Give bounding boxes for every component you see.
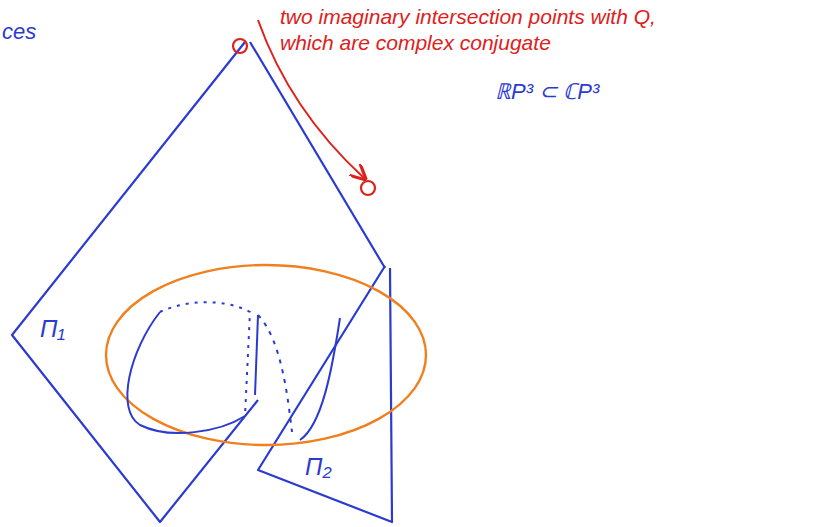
conic-curve	[300, 318, 340, 440]
plane-edge	[250, 42, 385, 268]
conic-curve	[127, 312, 245, 433]
intersection-point	[233, 39, 247, 53]
intersection-point	[361, 181, 375, 195]
cut-off-text: ces	[2, 18, 62, 46]
space-inclusion: ℝP³ ⊂ ℂP³	[495, 78, 695, 106]
plane-outline	[258, 266, 392, 522]
conic-curve	[255, 315, 258, 395]
plane-label: Π₂	[305, 452, 365, 482]
plane-label: Π₁	[40, 314, 100, 344]
conic-hidden-curve	[160, 302, 250, 416]
conic-hidden-curve	[258, 315, 292, 432]
plane-outline	[12, 42, 258, 522]
quadric-outline	[106, 265, 426, 445]
annotation-note: two imaginary intersection points with Q…	[280, 4, 670, 57]
